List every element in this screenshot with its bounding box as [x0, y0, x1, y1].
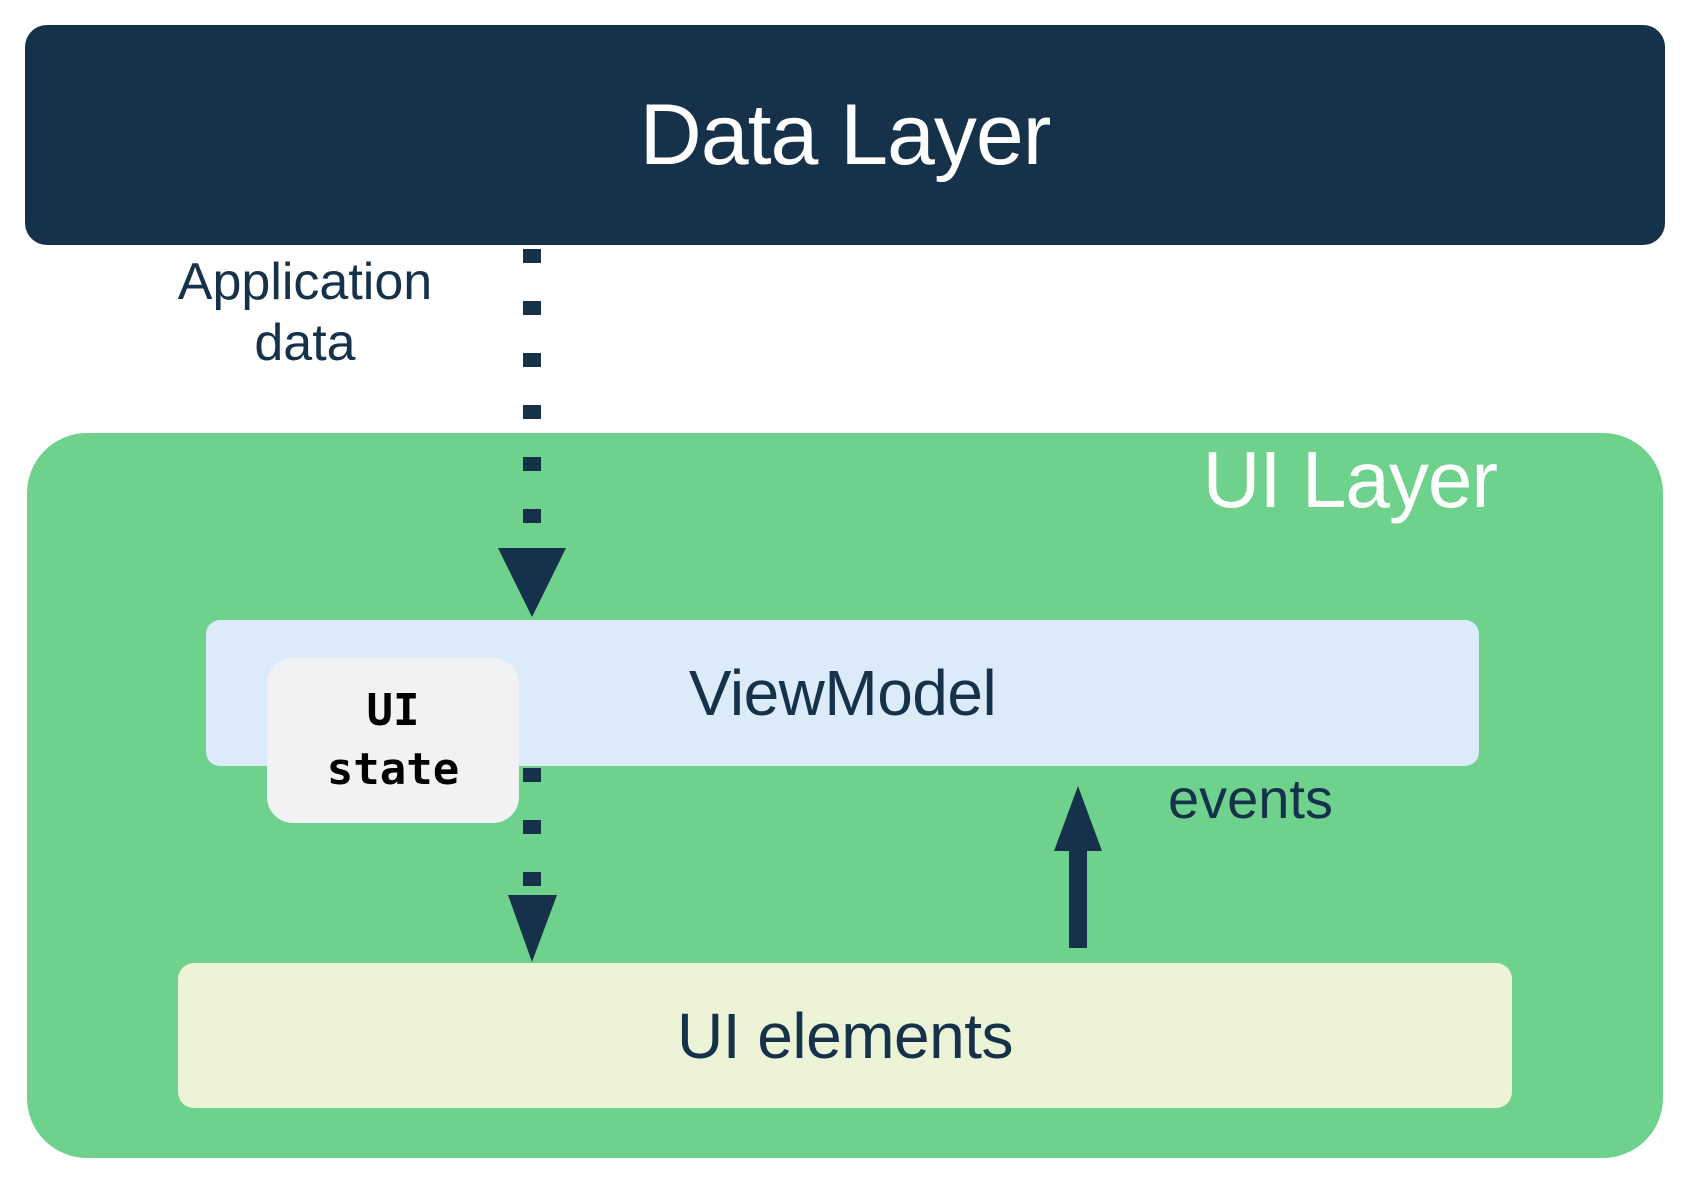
application-data-line-1: Application: [177, 253, 433, 311]
ui-state-line-2: state: [326, 743, 460, 795]
data-layer-box: Data Layer: [25, 25, 1665, 245]
application-data-line-2: data: [254, 314, 356, 373]
application-data-label: Application data: [120, 252, 490, 375]
ui-state-line-1: UI: [366, 685, 420, 737]
events-label: events: [1168, 767, 1333, 830]
ui-elements-label: UI elements: [677, 999, 1013, 1072]
data-layer-label: Data Layer: [639, 87, 1052, 183]
ui-layer-label: UI Layer: [1202, 435, 1498, 524]
viewmodel-label: ViewModel: [688, 657, 997, 729]
ui-state-chip: UI state: [267, 658, 519, 823]
ui-elements-box: [178, 963, 1512, 1108]
